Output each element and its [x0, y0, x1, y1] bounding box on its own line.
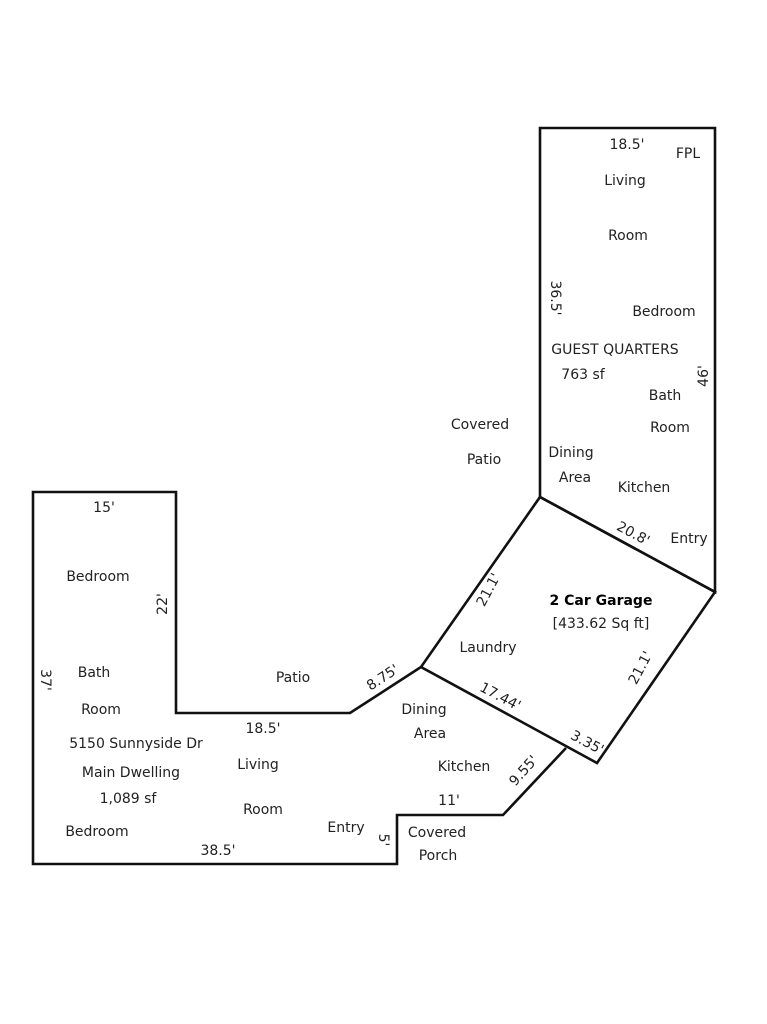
main-dining-label-1: Dining: [401, 702, 446, 718]
garage-left-edge-label: 21.1': [474, 571, 505, 609]
main-bedroom-top-label: Bedroom: [66, 569, 129, 585]
covered-porch-label-2: Porch: [419, 848, 458, 864]
garage-title: 2 Car Garage: [550, 593, 653, 609]
laundry-label: Laundry: [459, 640, 516, 656]
garage-outline: [419, 495, 717, 765]
fireplace-label: FPL: [676, 146, 700, 162]
patio-edge-label: 8.75': [364, 662, 402, 694]
covered-porch-label-1: Covered: [408, 825, 466, 841]
guest-outer-height-label: 46': [696, 365, 712, 387]
main-bath-label-2: Room: [81, 702, 121, 718]
main-area-label: 1,089 sf: [100, 791, 158, 807]
guest-area-label: 763 sf: [561, 367, 605, 383]
main-living-label-2: Room: [243, 802, 283, 818]
porch-depth-label: 5': [375, 834, 391, 847]
main-kitchen-label: Kitchen: [438, 759, 491, 775]
guest-bath-label-2: Room: [650, 420, 690, 436]
guest-width-label: 18.5': [609, 137, 644, 153]
guest-dining-label-2: Area: [559, 470, 591, 486]
guest-bedroom-label: Bedroom: [632, 304, 695, 320]
main-width-label: 15': [93, 500, 115, 516]
guest-living-label-1: Living: [604, 173, 646, 189]
main-dwelling-outline: [31, 490, 567, 866]
covered-patio-label-1: Covered: [451, 417, 509, 433]
main-bedroom-bottom-label: Bedroom: [65, 824, 128, 840]
guest-dining-label-1: Dining: [548, 445, 593, 461]
garage-corner-edge-label: 3.35': [568, 728, 606, 759]
main-outer-height-label: 37': [37, 669, 53, 691]
main-living-label-1: Living: [237, 757, 279, 773]
porch-width-label: 11': [438, 793, 460, 809]
guest-living-label-2: Room: [608, 228, 648, 244]
covered-patio-label-2: Patio: [467, 452, 501, 468]
guest-inner-height-label: 36.5': [547, 280, 563, 315]
garage-area-label: [433.62 Sq ft]: [553, 616, 650, 632]
main-dining-label-2: Area: [414, 726, 446, 742]
main-dwelling-title: Main Dwelling: [82, 765, 180, 781]
guest-bath-label-1: Bath: [649, 388, 682, 404]
main-entry-label: Entry: [327, 820, 364, 836]
patio-label: Patio: [276, 670, 310, 686]
guest-quarters-title: GUEST QUARTERS: [551, 342, 679, 358]
guest-entry-label: Entry: [670, 531, 707, 547]
guest-kitchen-label: Kitchen: [618, 480, 671, 496]
inner-width-label: 18.5': [245, 721, 280, 737]
main-bottom-edge-label: 38.5': [200, 843, 235, 859]
angled-edge-label: 9.55': [506, 753, 541, 790]
address-label: 5150 Sunnyside Dr: [69, 736, 203, 752]
main-bath-label-1: Bath: [78, 665, 111, 681]
wing-depth-label: 22': [155, 593, 171, 615]
guest-bottom-edge-label: 20.8': [614, 519, 652, 550]
